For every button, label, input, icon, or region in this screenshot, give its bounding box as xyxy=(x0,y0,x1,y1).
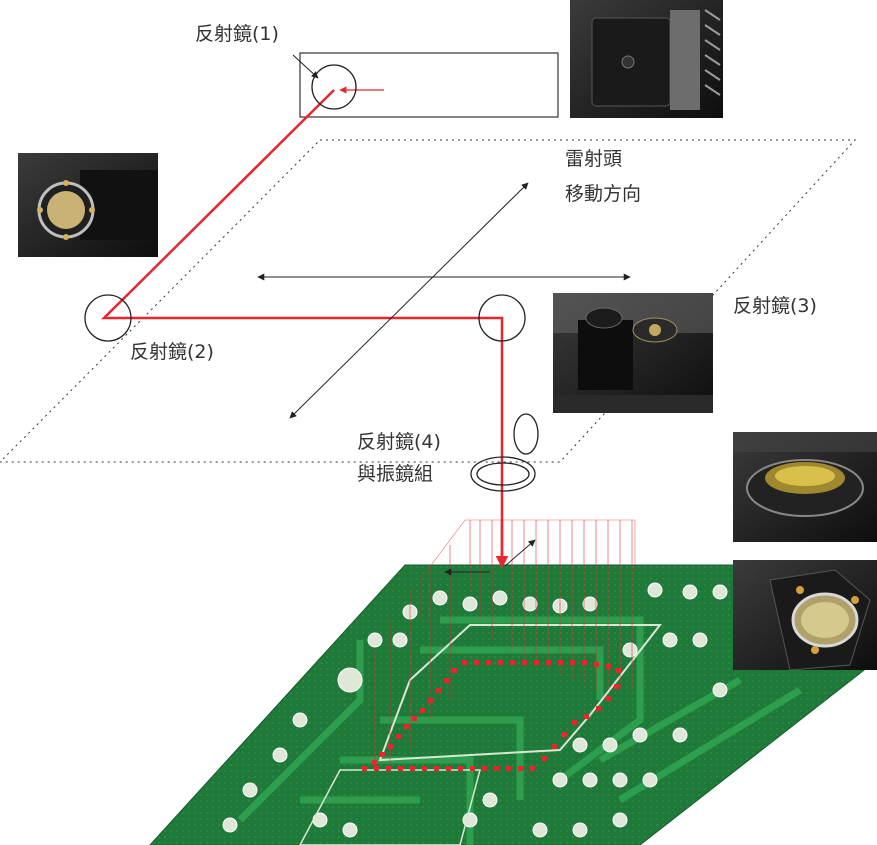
laser-marked-pattern xyxy=(362,660,621,771)
mirror2-circle xyxy=(84,294,132,342)
laser-head-label: 雷射頭 xyxy=(565,148,622,170)
photo-galvo-lens xyxy=(733,432,877,542)
galvo-scan-lines xyxy=(374,520,633,770)
move-direction-label: 移動方向 xyxy=(565,183,641,205)
mirror1-label: 反射鏡(1) xyxy=(195,23,279,45)
laser-beam-path xyxy=(100,86,509,569)
mirror4-label: 反射鏡(4) xyxy=(357,431,441,453)
galvo-curtain-outline-left xyxy=(419,519,466,620)
galvo-mirror-ellipse xyxy=(513,413,539,455)
laser-source-box xyxy=(299,52,559,118)
galvo-set-label: 與振鏡組 xyxy=(357,463,433,485)
galvo-ring-inner xyxy=(476,462,530,486)
photo-mirror4-plate xyxy=(733,560,877,671)
photo-mirror2-mount xyxy=(18,153,158,257)
beam-main xyxy=(100,89,504,562)
photo-mirror1-housing xyxy=(570,0,723,118)
mirror3-label: 反射鏡(3) xyxy=(733,295,817,317)
galvo-ring-outer xyxy=(470,456,536,492)
pcb-silkscreen-box xyxy=(299,769,481,845)
pcb-board xyxy=(149,564,877,845)
galvo-curtain-outline xyxy=(465,519,636,570)
mirror2-label: 反射鏡(2) xyxy=(130,341,214,363)
mirror1-leader-arrow xyxy=(292,54,319,79)
scan-y-arrow xyxy=(504,539,536,567)
diagonal-move-arrow xyxy=(289,182,529,419)
photo-mirror3-mount xyxy=(553,293,713,413)
mirror1-circle xyxy=(311,64,357,110)
